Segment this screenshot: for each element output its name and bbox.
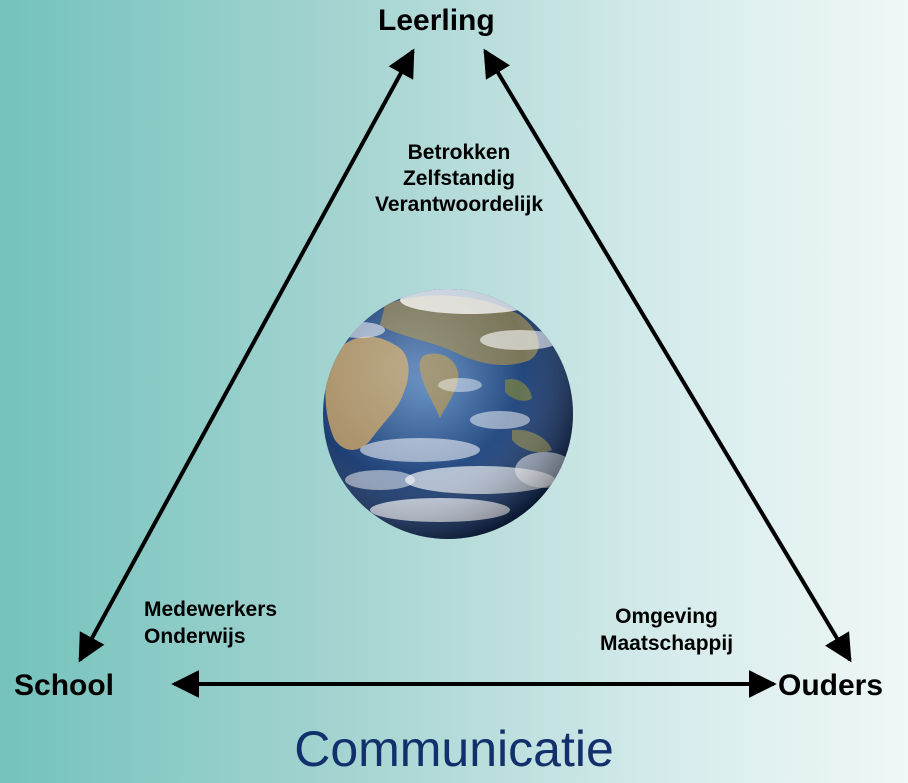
school-attributes: Medewerkers Onderwijs bbox=[144, 596, 277, 651]
leerling-attributes: Betrokken Zelfstandig Verantwoordelijk bbox=[343, 141, 575, 219]
ouders-attributes: Omgeving Maatschappij bbox=[600, 603, 733, 658]
node-label-leerling: Leerling bbox=[378, 4, 495, 37]
attribute-onderwijs: Onderwijs bbox=[144, 625, 246, 649]
attribute-omgeving: Omgeving bbox=[615, 605, 718, 628]
earth-globe-image bbox=[323, 289, 573, 539]
attribute-zelfstandig: Zelfstandig bbox=[402, 167, 515, 191]
arrow-leerling-school bbox=[78, 48, 415, 663]
node-label-ouders: Ouders bbox=[778, 669, 884, 702]
node-label-school: School bbox=[14, 669, 115, 702]
attribute-betrokken: Betrokken bbox=[407, 141, 511, 164]
attribute-maatschappij: Maatschappij bbox=[600, 632, 734, 656]
attribute-medewerkers: Medewerkers bbox=[144, 598, 278, 621]
arrow-leerling-ouders bbox=[483, 48, 852, 663]
attribute-verantwoordelijk: Verantwoordelijk bbox=[374, 193, 544, 217]
footer-title: Communicatie bbox=[294, 721, 614, 777]
